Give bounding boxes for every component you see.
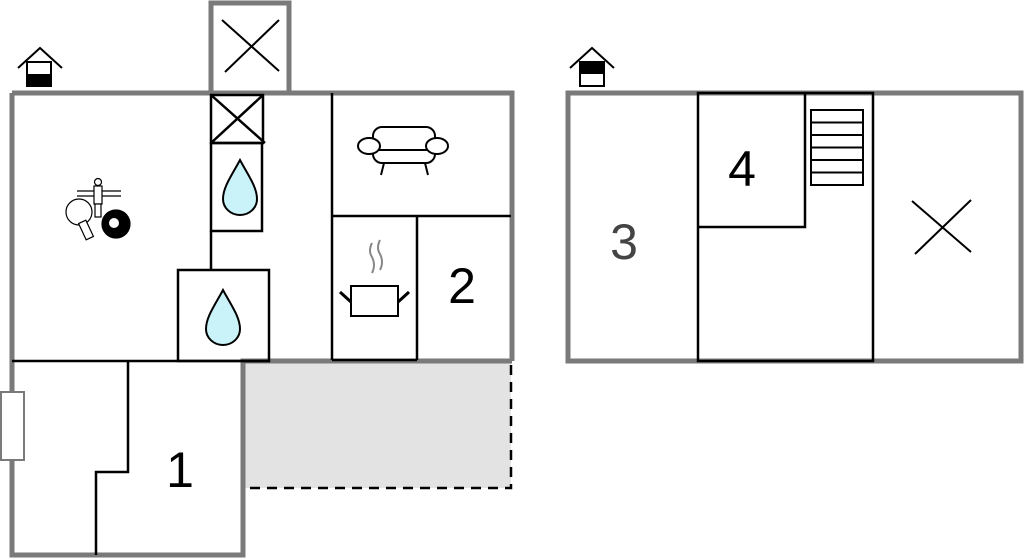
inner-walls [12,93,511,555]
sofa-icon [357,126,449,176]
room-label-1: 1 [166,442,194,498]
house-upper-floor-icon [569,46,615,87]
stairs-icon [810,109,864,186]
terrace [243,363,511,488]
ground-floor-plan: 1 2 [0,0,515,558]
game-room-icon [65,177,131,241]
room-label-4: 4 [728,141,756,197]
room-label-3: 3 [610,214,638,270]
window-icon [0,391,25,461]
inner-walls [696,91,875,363]
room-label-2: 2 [448,258,476,314]
void-cross-icon [221,19,280,73]
terrace-dashed-edge [250,363,513,490]
water-drop-icon [221,157,259,216]
void-cross-icon [911,199,972,255]
house-ground-floor-icon [17,46,63,87]
cooking-pot-icon [338,239,411,317]
upper-floor-plan: 3 4 [565,46,1024,364]
water-drop-icon [204,287,242,346]
